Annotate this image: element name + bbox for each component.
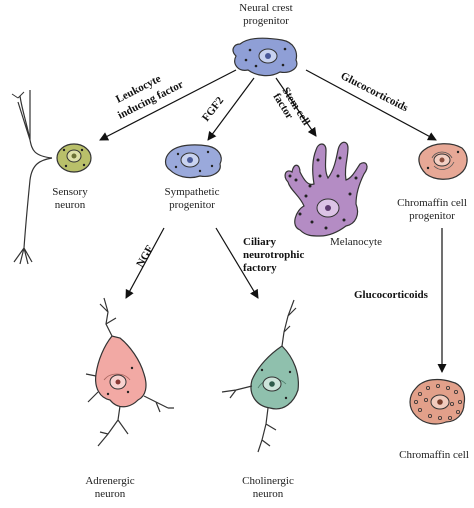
arrow-to-sympathetic [207,77,255,141]
neural-crest-nucleolus [265,53,271,59]
edge-cntf-line3: factory [243,262,277,274]
edge-cntf-line2: neurotrophic [243,249,304,261]
cholinergic-label-2: neuron [253,488,284,500]
melanocyte-cell [284,141,368,237]
arrow-to-cholinergic [215,227,259,299]
arrow-to-sensory [99,69,237,141]
edge-glucocorticoids-1: Glucocorticoids [339,70,411,115]
adrenergic-label-2: neuron [95,488,126,500]
arrow-to-chromaffin-progenitor [305,69,437,141]
arrow-to-adrenergic [125,227,165,299]
chromaffin-label: Chromaffin cell [399,449,469,461]
melanocyte-body [284,141,368,237]
sympathetic-label-2: progenitor [169,199,215,211]
sensory-neuron-cell [11,90,92,265]
edge-glucocorticoids-2: Glucocorticoids [354,289,429,301]
adrenergic-soma [95,335,147,408]
sensory-label-1: Sensory [52,186,88,198]
melanocyte-label: Melanocyte [330,236,382,248]
chromaffin-progenitor-label-1: Chromaffin cell [397,197,467,209]
adrenergic-neuron-cell [85,297,174,447]
sympathetic-progenitor-cell [164,144,222,179]
cholinergic-neuron-cell [221,299,299,453]
neural-crest-label-2: progenitor [243,15,289,27]
edge-cntf-line1: Ciliary [243,236,276,248]
arrow-to-melanocyte [275,77,317,137]
chromaffin-progenitor-label-2: progenitor [409,210,455,222]
sensory-label-2: neuron [55,199,86,211]
chromaffin-progenitor-cell [418,143,468,180]
sympathetic-label-1: Sympathetic [165,186,220,198]
adrenergic-label-1: Adrenergic [85,475,134,487]
cholinergic-label-1: Cholinergic [242,475,294,487]
chromaffin-cell [409,378,466,425]
neural-crest-progenitor-cell [232,37,298,77]
neural-crest-label-1: Neural crest [239,2,292,14]
